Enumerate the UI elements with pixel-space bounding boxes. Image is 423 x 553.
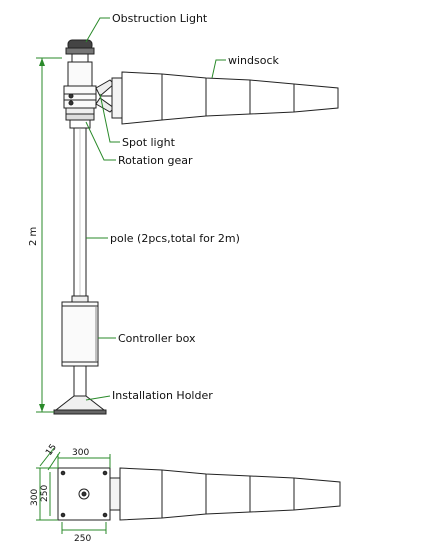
pole-label: pole (2pcs,total for 2m) [110, 232, 240, 245]
plan-bottom-width-label: 250 [74, 534, 91, 544]
plan-side-inner-label: 250 [40, 485, 50, 502]
height-dimension-label: 2 m [28, 227, 39, 246]
controller-box [61, 301, 99, 367]
controller-box-label: Controller box [118, 332, 196, 345]
plan-top-width-label: 300 [72, 448, 89, 458]
base-plate-plan [57, 467, 111, 521]
spot-light-label: Spot light [122, 136, 176, 149]
installation-holder [53, 365, 107, 415]
windsock-label: windsock [228, 54, 280, 67]
leader-lines [85, 17, 226, 401]
rotation-gear [65, 113, 95, 129]
obstruction-light [65, 39, 95, 63]
rotation-gear-label: Rotation gear [118, 154, 193, 167]
obstruction-light-label: Obstruction Light [112, 12, 208, 25]
installation-holder-label: Installation Holder [112, 389, 213, 402]
plan-side-outer-label: 300 [30, 489, 40, 506]
plan-angle-label: 15 [44, 443, 59, 458]
plan-dimensions [36, 447, 111, 534]
height-dimension [36, 57, 62, 413]
pole [71, 127, 89, 303]
head-housing [63, 61, 97, 115]
windsock-elevation [111, 71, 339, 125]
windsock-plan [109, 467, 341, 521]
